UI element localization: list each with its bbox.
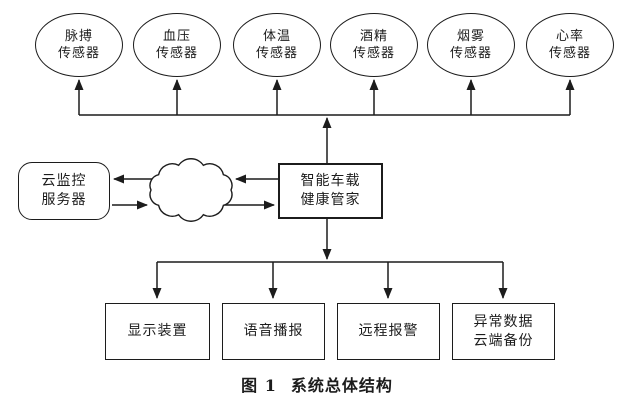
sensor-label: 血压: [162, 29, 191, 44]
cloud-network-shape: [149, 158, 233, 222]
sensor-node-temperature: 体温 传感器: [233, 13, 321, 77]
output-label: 远程报警: [358, 323, 419, 339]
sensor-label: 传感器: [57, 46, 100, 61]
sensor-label: 传感器: [352, 46, 395, 61]
output-node-voice: 语音播报: [222, 303, 325, 360]
output-label: 语音播报: [243, 323, 304, 339]
cloud-server-label: 云监控: [41, 173, 87, 189]
cloud-server-node: 云监控 服务器: [18, 162, 110, 220]
sensor-label: 脉搏: [64, 29, 93, 44]
figure-caption-label: 图 1: [241, 376, 277, 395]
sensor-node-smoke: 烟雾 传感器: [427, 13, 515, 77]
sensor-label: 酒精: [359, 29, 388, 44]
sensor-node-pulse: 脉搏 传感器: [35, 13, 123, 77]
sensor-label: 传感器: [155, 46, 198, 61]
controller-node: 智能车载 健康管家: [278, 163, 383, 219]
sensor-node-bloodpressure: 血压 传感器: [133, 13, 221, 77]
sensor-label: 传感器: [449, 46, 492, 61]
controller-label: 健康管家: [300, 192, 361, 208]
figure-caption: 图 1 系统总体结构: [0, 372, 634, 396]
output-label: 显示装置: [127, 323, 188, 339]
figure-caption-title: 系统总体结构: [290, 376, 393, 395]
sensor-label: 心率: [555, 29, 584, 44]
output-label: 异常数据: [473, 313, 534, 330]
output-node-alarm: 远程报警: [337, 303, 440, 360]
sensor-node-alcohol: 酒精 传感器: [330, 13, 418, 77]
sensor-label: 烟雾: [456, 29, 485, 44]
cloud-server-label: 服务器: [41, 192, 87, 208]
controller-label: 智能车载: [300, 173, 361, 189]
output-node-backup: 异常数据 云端备份: [452, 303, 555, 360]
sensor-label: 传感器: [255, 46, 298, 61]
output-label: 云端备份: [473, 332, 534, 349]
sensor-label: 体温: [262, 29, 291, 44]
sensor-node-heartrate: 心率 传感器: [526, 13, 614, 77]
output-node-display: 显示装置: [105, 303, 210, 360]
sensor-label: 传感器: [548, 46, 591, 61]
